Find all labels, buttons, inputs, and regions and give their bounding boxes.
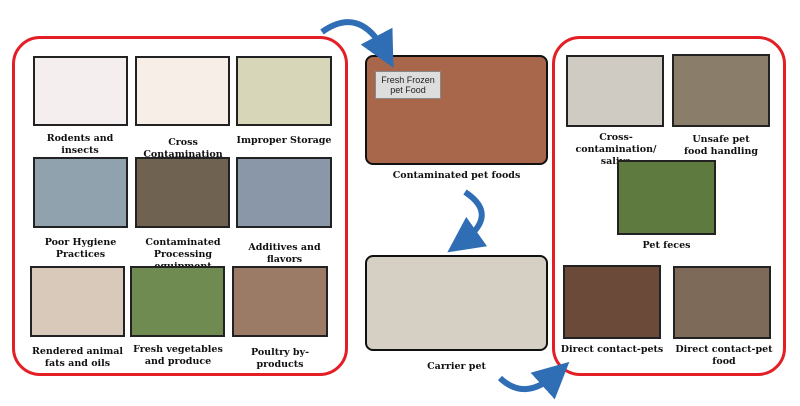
route-image-contact-pets	[563, 265, 661, 339]
source-label: Poultry by-products	[250, 347, 310, 370]
source-image-storage	[236, 56, 332, 126]
source-label: Cross Contamination	[143, 137, 223, 160]
carrier-pet-label: Carrier pet	[427, 361, 486, 372]
route-image-handling	[672, 54, 770, 127]
source-image-rodents	[33, 56, 128, 126]
contaminated-foods-label: Contaminated pet foods	[392, 170, 521, 181]
route-image-saliva	[566, 55, 664, 127]
source-image-equipment	[135, 157, 230, 228]
contamination-sources-panel	[12, 36, 348, 376]
contaminated-foods-image: Fresh Frozen pet Food	[365, 55, 548, 165]
source-label: Fresh vegetables and produce	[133, 344, 223, 367]
route-label: Cross-contamination/ saliva	[575, 132, 657, 167]
transmission-routes-panel	[552, 36, 786, 376]
source-label: Improper Storage	[236, 135, 332, 146]
source-label: Poor Hygiene Practices	[44, 237, 117, 260]
source-image-hygiene	[33, 157, 128, 228]
source-label: Rendered animal fats and oils	[31, 346, 124, 369]
route-label: Direct contact-pets	[560, 344, 664, 355]
source-label: Additives and flavors	[248, 242, 321, 265]
source-label: Rodents and insects	[46, 133, 114, 156]
source-image-additives	[236, 157, 332, 228]
source-image-vegetables	[130, 266, 225, 337]
source-image-cross-contamination	[135, 56, 230, 126]
arrow-foods-to-carrier	[447, 189, 488, 253]
arrow-carrier-to-routes	[497, 361, 570, 400]
route-label: Unsafe pet food handling	[683, 134, 759, 157]
fresh-frozen-label: Fresh Frozen pet Food	[375, 71, 441, 99]
route-label: Direct contact-pet food	[675, 344, 773, 367]
route-label: Pet feces	[642, 240, 691, 251]
route-image-contact-food	[673, 266, 771, 339]
source-image-fats	[30, 266, 125, 337]
arrow-sources-to-foods	[320, 19, 394, 68]
source-image-poultry	[232, 266, 328, 337]
carrier-pet-image	[365, 255, 548, 351]
route-image-feces	[617, 160, 716, 235]
